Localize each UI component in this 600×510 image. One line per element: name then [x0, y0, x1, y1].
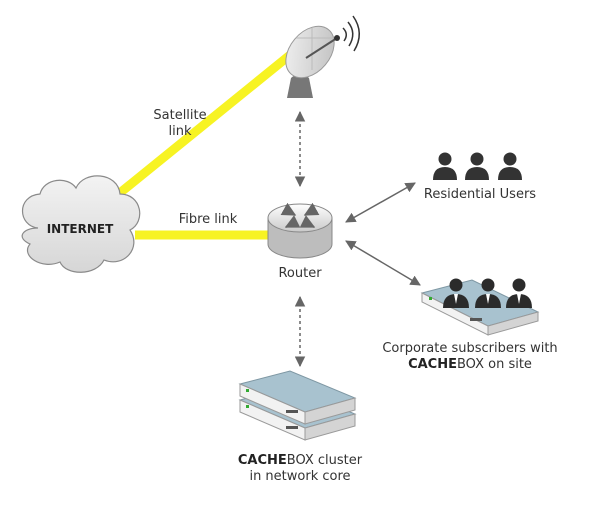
cluster-box-word: BOX cluster — [286, 453, 363, 468]
cluster-cache-word: CACHE — [237, 453, 287, 468]
router-label: Router — [278, 266, 322, 281]
satellite-link-label: Satellite link — [140, 108, 220, 140]
corporate-box-word: BOX on site — [456, 357, 532, 372]
fibre-link-label: Fibre link — [178, 212, 238, 227]
corporate-cache-word: CACHE — [408, 357, 457, 372]
internet-label: INTERNET — [46, 222, 114, 236]
cloud-icon — [21, 175, 141, 273]
corporate-label-line2: CACHEBOX on site — [370, 357, 570, 373]
router-icon — [267, 202, 333, 259]
cluster-label-line2: in network core — [249, 469, 351, 484]
corporate-subscribers-label: Corporate subscribers with CACHEBOX on s… — [370, 341, 570, 373]
residential-users-icon — [433, 152, 522, 180]
satellite-label-line1: Satellite — [153, 108, 207, 123]
corporate-label-line1: Corporate subscribers with — [382, 341, 558, 356]
router-residential-arrow — [345, 182, 416, 223]
corporate-users-icon — [443, 278, 532, 308]
cluster-label-line1: CACHEBOX cluster — [210, 453, 390, 469]
cluster-label: CACHEBOX cluster in network core — [210, 453, 390, 485]
residential-users-label: Residential Users — [423, 187, 537, 202]
satellite-label-line2: link — [168, 124, 192, 139]
satellite-link-line — [100, 50, 295, 210]
router-corporate-arrow — [345, 240, 421, 286]
server-icon — [238, 370, 357, 425]
cachebox-cluster-icon — [238, 370, 357, 441]
satellite-dish-icon — [285, 15, 360, 98]
